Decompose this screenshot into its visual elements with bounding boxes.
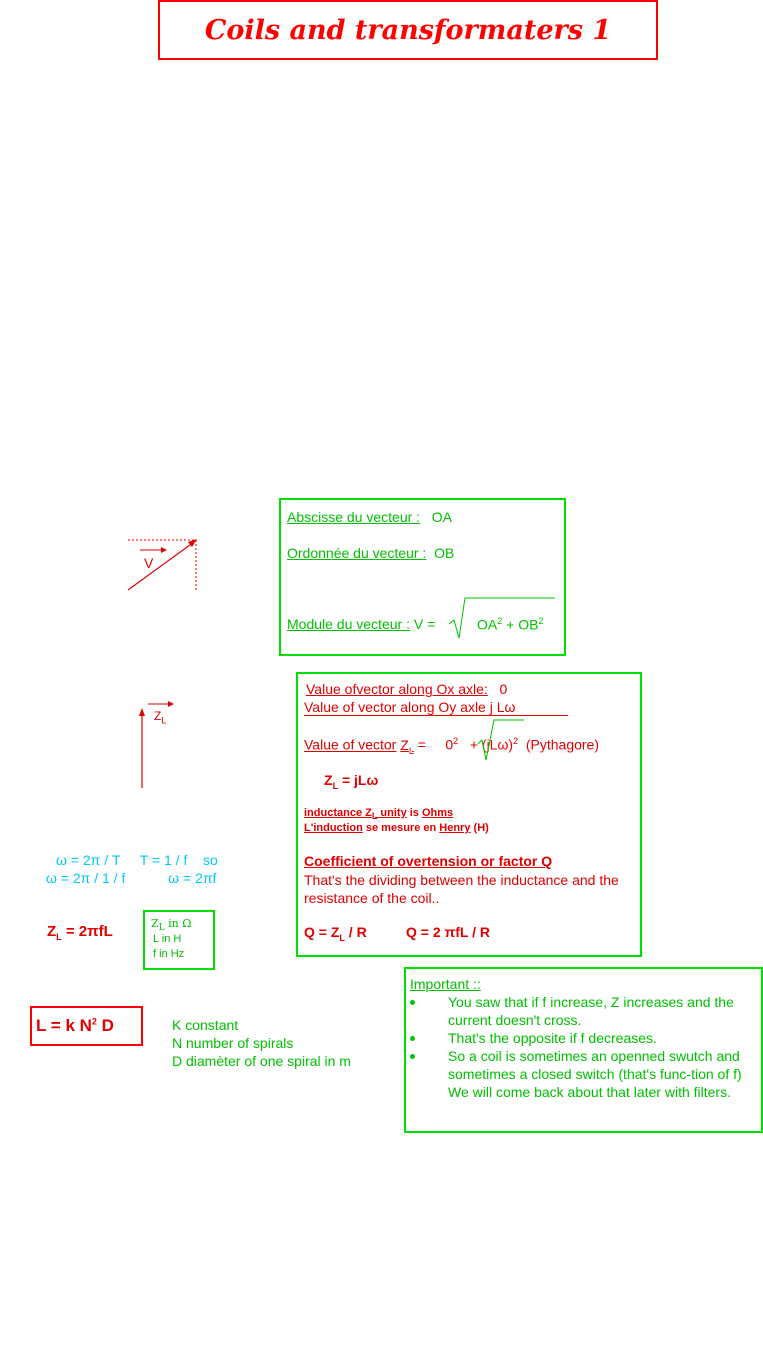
ox-value-line: Value ofvector along Ox axle: 0 (306, 681, 508, 697)
zl-vector-label: ZL (154, 709, 167, 726)
ordonnee-value: OB (434, 545, 455, 561)
module-rhs: OA2 + OB2 (477, 616, 544, 633)
oy-value-line: Value of vector along Oy axle j Lω (304, 699, 568, 716)
l-equation: L = k N2 D (36, 1016, 114, 1035)
ordonnee-line: Ordonnée du vecteur : OB (287, 545, 454, 561)
omega-line-1: ω = 2π / T T = 1 / f so (56, 852, 218, 868)
units-zl: ZL in Ω (151, 917, 192, 934)
module-line: Module du vecteur : V = (287, 616, 435, 632)
list-item: That's the opposite if f decreases. (406, 1029, 756, 1047)
page-title: Coils and transformaters 1 (204, 14, 612, 46)
zl-sqrt-sign (477, 719, 524, 761)
vector-v-diagram (127, 539, 197, 591)
omega-line-2: ω = 2π / 1 / f ω = 2πf (46, 870, 217, 886)
unity-line: inductance ZL unity is Ohms (304, 807, 454, 822)
vector-definition-box: Abscisse du vecteur : OA Ordonnée du vec… (279, 498, 566, 656)
zl-equation: ZL = 2πfL (47, 923, 113, 942)
q-formula-2: Q = 2 πfL / R (406, 924, 490, 940)
module-lhs: V = (413, 616, 436, 632)
coef-title: Coefficient of overtension or factor Q (304, 853, 553, 869)
induction-line: L'induction se mesure en Henry (H) (304, 822, 489, 834)
zl-vector-diagram (139, 701, 174, 788)
vector-value-line: Value of vector ZL = 02 + (jLω)2 (Pythag… (304, 736, 600, 756)
abscisse-label: Abscisse du vecteur : (287, 509, 421, 525)
units-box: ZL in Ω L in H f in Hz (143, 910, 215, 970)
important-list: You saw that if f increase, Z increases … (406, 993, 756, 1101)
list-item: You saw that if f increase, Z increases … (406, 993, 756, 1029)
q-formula-1: Q = ZL / R (304, 924, 367, 943)
zl-formula: ZL = jLω (324, 772, 379, 791)
legend-k: K constant (172, 1017, 239, 1033)
legend-n: N number of spirals (172, 1035, 294, 1051)
abscisse-value: OA (431, 509, 452, 525)
vector-v-label: V (144, 555, 154, 571)
units-f: f in Hz (153, 948, 185, 960)
important-box: Important :: You saw that if f increase,… (404, 967, 763, 1133)
list-item: So a coil is sometimes an openned swutch… (406, 1047, 756, 1101)
sqrt-sign (448, 597, 555, 639)
units-l: L in H (153, 933, 182, 945)
module-label: Module du vecteur : (287, 616, 410, 632)
zl-vector-arrowhead (139, 708, 145, 716)
abscisse-line: Abscisse du vecteur : OA (287, 509, 452, 525)
vector-v-arrowhead (188, 539, 197, 547)
l-equation-box: L = k N2 D (30, 1006, 143, 1046)
vector-v-arrow (127, 541, 195, 591)
coef-text: That's the dividing between the inductan… (304, 872, 619, 906)
important-title: Important :: (410, 976, 481, 992)
legend-d: D diamèter of one spiral in m (172, 1053, 351, 1069)
ordonnee-label: Ordonnée du vecteur : (287, 545, 427, 561)
page-title-box: Coils and transformaters 1 (158, 0, 658, 60)
zl-definition-box: Value ofvector along Ox axle: 0 Value of… (296, 672, 642, 957)
